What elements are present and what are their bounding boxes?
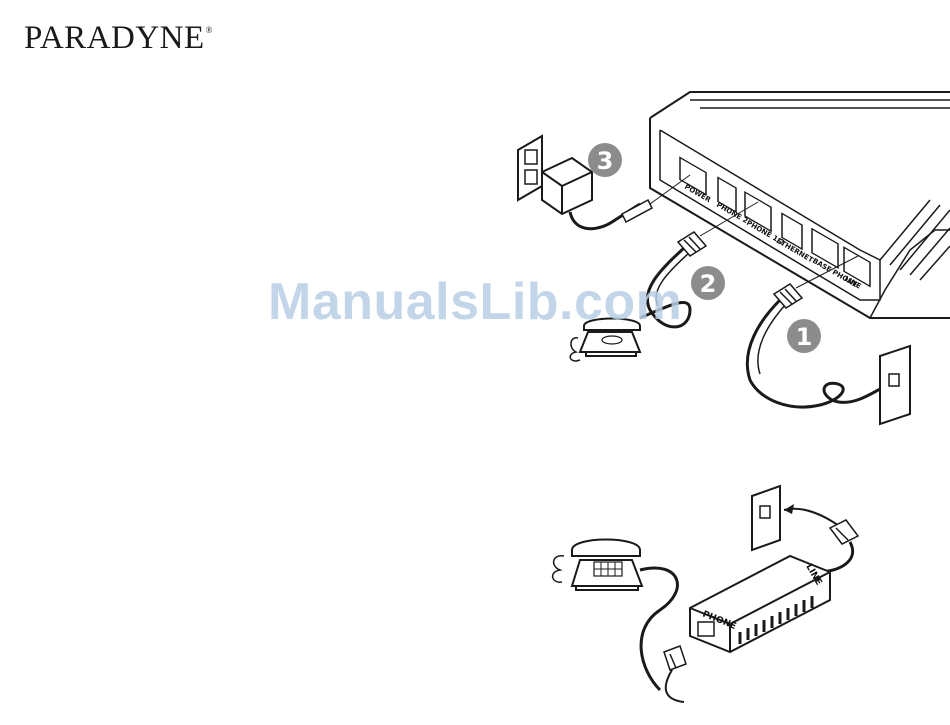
step-2-badge: 2 bbox=[691, 266, 725, 300]
step-3-number: 3 bbox=[597, 147, 614, 175]
power-outlet bbox=[518, 136, 542, 200]
wall-phone-jack-bottom bbox=[752, 486, 780, 550]
power-adapter bbox=[542, 158, 592, 214]
wall-phone-jack-top bbox=[880, 346, 910, 424]
watermark: ManualsLib.com bbox=[268, 276, 682, 328]
step-1-badge: 1 bbox=[787, 319, 821, 353]
step-3-badge: 3 bbox=[588, 143, 622, 177]
step-1-number: 1 bbox=[796, 323, 813, 351]
filter-line-arrow bbox=[784, 509, 842, 528]
filter-line-cord bbox=[818, 542, 853, 572]
rj11-plug-2 bbox=[678, 232, 706, 256]
power-plug bbox=[622, 200, 652, 222]
telephone-bottom bbox=[553, 540, 642, 591]
line-cord-inner bbox=[758, 304, 786, 374]
filter-phone-cord-2 bbox=[666, 670, 684, 702]
rj11-plug-filter-phone bbox=[664, 646, 686, 670]
step-2-number: 2 bbox=[700, 270, 717, 298]
